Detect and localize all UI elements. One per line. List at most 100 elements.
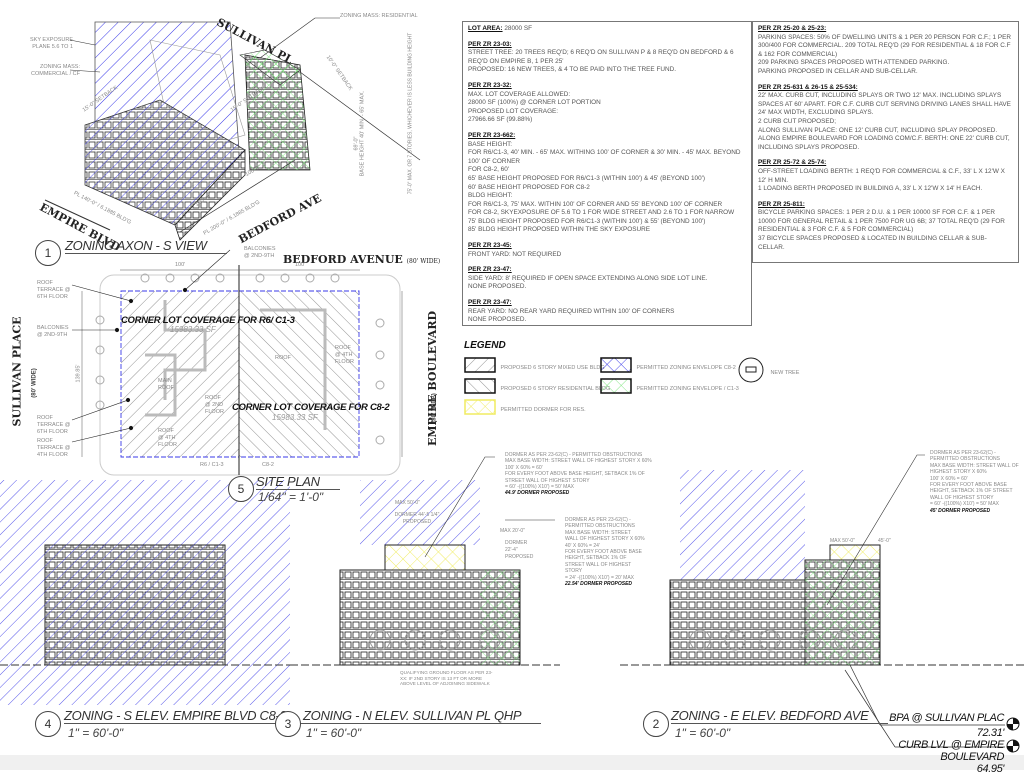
dim-base-height: BASE HEIGHT 40' MIN. - 65' MAX. — [359, 90, 366, 177]
note-line: 22' MAX. CURB CUT, INCLUDING SPLAYS OR T… — [758, 92, 1011, 117]
site-street-empire: EMPIRE BOULEVARD — [426, 311, 439, 446]
note-line: 209 PARKING SPACES PROPOSED WITH ATTENDE… — [758, 59, 950, 67]
note-heading: PER ZR 23-47: — [468, 299, 512, 307]
note-section: PER ZR 25-811:BICYCLE PARKING SPACES: 1 … — [758, 201, 1013, 253]
note-section: PER ZR 23-45:FRONT YARD: NOT REQUIRED — [468, 242, 746, 259]
elevation-4-drawing — [0, 480, 290, 705]
elev-2-number: 2 — [643, 711, 669, 737]
dormer-proposed: 22.54' DORMER PROPOSED — [565, 581, 633, 588]
site-street-bedford: BEDFORD AVENUE (80' WIDE) — [283, 253, 440, 266]
yellow-crosshatch-swatch-icon — [464, 399, 496, 415]
note-section: PER ZR 23-47:SIDE YARD: 8' REQUIRED IF O… — [468, 266, 746, 292]
note-line: PROPOSED LOT COVERAGE: — [468, 107, 559, 115]
note-line: FOR EVERY FOOT ABOVE BASE HEIGHT, SETBAC… — [565, 549, 642, 575]
elevation-3-drawing — [290, 480, 560, 666]
legend-label: PERMITTED ZONING ENVELOPE / C1-3 — [636, 386, 739, 392]
note-line: 75' BLDG HEIGHT PROPOSED FOR R6/C1-3 (WI… — [468, 217, 706, 225]
note-line: 37 BICYCLE SPACES PROPOSED & LOCATED IN … — [758, 235, 987, 251]
note-section: PER ZR 25-72 & 25-74:OFF-STREET LOADING … — [758, 159, 1013, 193]
note-line: PARKING SPACES: 50% OF DWELLING UNITS & … — [758, 33, 1011, 58]
note-line: OFF-STREET LOADING BERTH: 1 REQ'D FOR CO… — [758, 167, 1005, 184]
legend-item-residential: PROPOSED 6 STORY RESIDENTIAL BLDG — [464, 377, 610, 395]
elev2-dim: 45'-0" — [878, 538, 891, 544]
dim-bldg-height: 75'-0" MAX. OR 7 STORIES, WHICHEVER IS L… — [407, 32, 414, 195]
hatch-swatch-icon — [464, 357, 496, 373]
note-line: PARKING PROPOSED IN CELLAR AND SUB-CELLA… — [758, 67, 918, 75]
legend-label: PERMITTED DORMER FOR RES. — [500, 407, 586, 413]
axon-title-number: 1 — [35, 240, 61, 266]
legend-item-envelope-c1-3: PERMITTED ZONING ENVELOPE / C1-3 — [600, 377, 739, 395]
note-inline: 28000 SF — [502, 25, 533, 32]
site-street-empire-width: (80' WIDE) — [431, 393, 438, 423]
zone-right: C8-2 — [262, 462, 274, 468]
note-heading: PER ZR 23-03: — [468, 40, 512, 48]
note-line: = 60' -((100%) X10') = 50' MAX — [930, 501, 1000, 508]
note-line: FOR C8-2, 60' — [468, 166, 509, 174]
note-line: ALONG SULLIVAN PLACE: ONE 12' CURB CUT, … — [758, 126, 998, 134]
zoning-axon-drawing — [44, 17, 421, 241]
site-plan-title: SITE PLAN — [256, 474, 340, 490]
note-line: 40' X 60% = 24' — [565, 542, 600, 549]
note-section: PER ZR 25-20 & 25-23:PARKING SPACES: 50%… — [758, 25, 1013, 77]
note-line: FRONT YARD: NOT REQUIRED — [468, 250, 562, 258]
elev3-dim: DORMER 44'-5 1/4" PROPOSED — [394, 512, 440, 525]
note-line: 1 LOADING BERTH PROPOSED IN BUILDING A, … — [758, 185, 983, 193]
note-line: MAX BASE WIDTH: STREET WALL OF HIGHEST S… — [930, 462, 1019, 476]
note-line: MAX BASE WIDTH: STREET WALL OF HIGHEST S… — [565, 529, 645, 543]
dormer-note-elev2: DORMER AS PER 23-62(C) - PERMITTED OBSTR… — [930, 450, 1020, 514]
level-marker-icon — [1006, 739, 1020, 753]
note-line: DORMER AS PER 23-62(C) - PERMITTED OBSTR… — [565, 517, 636, 530]
legend-item-mixed-use: PROPOSED 6 STORY MIXED USE BLDG — [464, 356, 605, 374]
note-line: MAX. LOT COVERAGE ALLOWED: — [468, 90, 571, 98]
green-crosshatch-swatch-icon — [600, 378, 632, 394]
note-line: ALONG EMPIRE BOULEVARD FOR LOADING COM/C… — [758, 135, 1010, 151]
note-section: PER ZR 23-32:MAX. LOT COVERAGE ALLOWED:2… — [468, 82, 746, 125]
elev-4-title: ZONING - S ELEV. EMPIRE BLVD C8-2 — [64, 708, 307, 724]
legend-item-dormer: PERMITTED DORMER FOR RES. — [464, 398, 586, 416]
elev-4-number: 4 — [35, 711, 61, 737]
dormer-note-elev3-a: DORMER AS PER 23-62(C) - PERMITTED OBSTR… — [505, 452, 655, 497]
note-line: = 24' -((100%) X10') = 20' MAX — [565, 574, 635, 581]
note-section: PER ZR 23-47:REAR YARD: NO REAR YARD REQ… — [468, 299, 746, 325]
note-section: PER ZR 23-03:STREET TREE: 20 TREES REQ'D… — [468, 41, 746, 75]
note-line: MAX BASE WIDTH: STREET WALL OF HIGHEST S… — [505, 458, 652, 465]
note-line: 100' X 60% = 60' — [505, 464, 543, 471]
elev3-dim: MAX 20'-0" — [500, 528, 525, 534]
note-section: LOT AREA: 28000 SF — [468, 25, 746, 34]
tree-icon — [738, 357, 764, 383]
legend-label: PROPOSED 6 STORY MIXED USE BLDG — [500, 365, 605, 371]
room-label: ROOF @ 4TH FLOOR — [335, 345, 354, 365]
note-heading: PER ZR 25-72 & 25-74: — [758, 159, 827, 167]
elev-2-title: ZONING - E ELEV. BEDFORD AVE — [671, 708, 889, 724]
benchmark-curb-label: CURB LVL @ EMPIRE BOULEVARD — [898, 739, 1004, 763]
note-line: FOR R6/C1-3, 40' MIN. - 65' MAX. WITHING… — [468, 149, 741, 165]
note-line: FOR EVERY FOOT ABOVE BASE HEIGHT, SETBAC… — [930, 482, 1013, 501]
legend-label: PERMITTED ZONING ENVELOPE C8-2 — [636, 365, 736, 371]
note-heading: PER ZR 23-45: — [468, 242, 512, 250]
dormer-note-elev3-b: DORMER AS PER 23-62(C) - PERMITTED OBSTR… — [565, 517, 645, 587]
note-heading: PER ZR 25-811: — [758, 200, 805, 208]
room-label: ROOF @ 4TH FLOOR — [158, 428, 177, 448]
site-street-sullivan: SULLIVAN PLACE — [10, 317, 23, 427]
note-line: REAR YARD: NO REAR YARD REQUIRED WITHIN … — [468, 307, 675, 315]
note-heading: LOT AREA: — [468, 25, 503, 32]
note-line: DORMER AS PER 23-62(C) - PERMITTED OBSTR… — [505, 452, 643, 458]
coverage-label-r6-c1-3: CORNER LOT COVERAGE FOR R6/ C1-3 — [121, 315, 295, 326]
dim-side: 139.85' — [75, 364, 82, 383]
note-line: NONE PROPOSED. — [468, 316, 527, 324]
note-line: 28000 SF (100%) @ CORNER LOT PORTION — [468, 99, 601, 107]
callout-roof-terrace: ROOF TERRACE @ 6TH FLOOR — [37, 415, 71, 435]
note-line: 60' BASE HEIGHT PROPOSED FOR C8-2 — [468, 183, 590, 191]
note-line: FOR R6/C1-3, 75' MAX. WITHIN 100' OF COR… — [468, 200, 723, 208]
callout-roof-terrace: ROOF TERRACE @ 6TH FLOOR — [37, 280, 71, 300]
note-heading: PER ZR 23-662: — [468, 131, 516, 139]
coverage-sf-right: 15983.33 SF — [272, 413, 318, 422]
street-label: BEDFORD AVENUE — [283, 253, 403, 266]
hatch-swatch-icon — [464, 378, 496, 394]
room-label: MAIN ROOF — [158, 378, 174, 391]
callout-balconies: BALCONIES @ 2ND-9TH — [37, 325, 69, 338]
elevation-2-drawing — [620, 470, 1024, 748]
callout-balconies: BALCONIES @ 2ND-9TH — [244, 246, 276, 259]
zoning-notes-left: LOT AREA: 28000 SF PER ZR 23-03:STREET TR… — [462, 21, 752, 326]
note-section: PER ZR 23-662:BASE HEIGHT:FOR R6/C1-3, 4… — [468, 132, 746, 235]
